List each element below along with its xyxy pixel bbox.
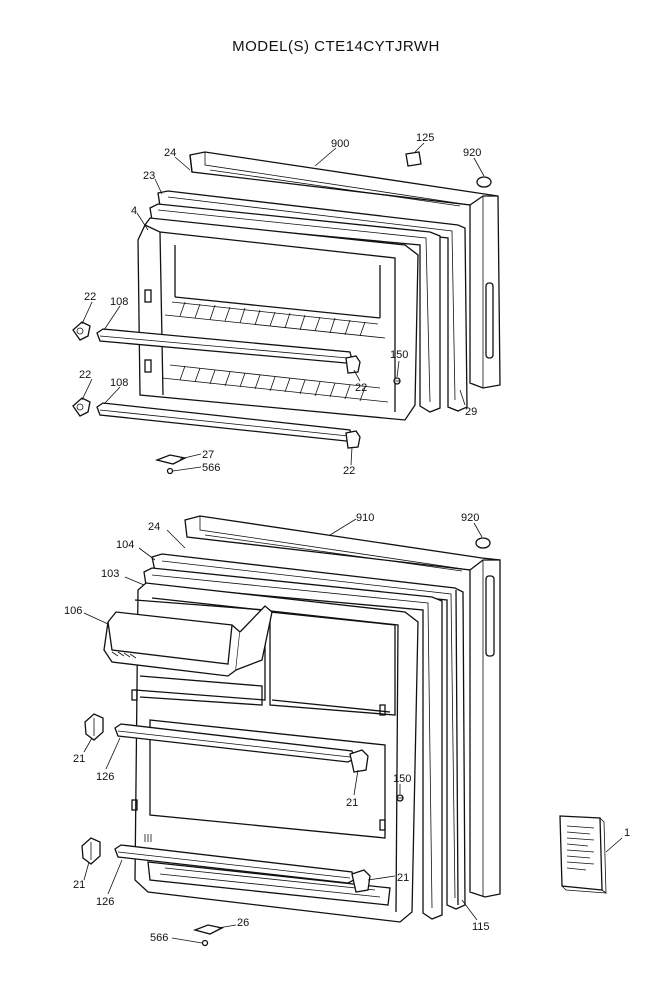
label-freezer-handle-cap: 125 — [416, 132, 434, 144]
fresh-food-screw — [396, 794, 404, 802]
label-freezer-screw: 150 — [390, 349, 408, 361]
label-fresh-food-screw: 150 — [393, 773, 411, 785]
label-fresh-food-stop-screw: 566 — [150, 932, 168, 944]
fresh-food-bracket-left-upper — [84, 713, 104, 741]
label-fresh-food-bracket-right-upper: 21 — [346, 797, 358, 809]
freezer-screw — [393, 377, 401, 385]
label-freezer-liner-trim: 23 — [143, 170, 155, 182]
page-title: MODEL(S) CTE14CYTJRWH — [232, 38, 440, 55]
fresh-food-stop — [192, 924, 224, 935]
freezer-bracket-left-upper — [72, 321, 91, 341]
label-fresh-food-plug: 920 — [461, 512, 479, 524]
freezer-bracket-right-upper — [345, 355, 361, 374]
fresh-food-bracket-right-upper — [349, 749, 369, 773]
freezer-plug — [476, 176, 492, 188]
label-fresh-food-breaker: 115 — [472, 921, 490, 933]
freezer-outer-door — [189, 151, 501, 389]
label-freezer-bracket-right-lower: 22 — [343, 465, 355, 477]
label-fresh-food-shelf-upper: 126 — [96, 771, 114, 783]
label-fresh-food-gasket: 24 — [148, 521, 160, 533]
freezer-bracket-right-lower — [345, 430, 361, 449]
label-freezer-shelf-lower: 108 — [110, 377, 128, 389]
fresh-food-stop-screw — [201, 939, 209, 947]
label-freezer-outer-door: 900 — [331, 138, 349, 150]
label-fresh-food-shelf-lower: 126 — [96, 896, 114, 908]
label-fresh-food-dairy-door: 106 — [64, 605, 82, 617]
label-freezer-liner: 4 — [131, 205, 137, 217]
label-fresh-food-bracket-left-upper: 21 — [73, 753, 85, 765]
fresh-food-bracket-left-lower — [81, 837, 101, 865]
freezer-stop — [154, 454, 187, 465]
freezer-handle-cap — [405, 151, 422, 167]
label-freezer-bracket-left-lower: 22 — [79, 369, 91, 381]
label-freezer-bracket-left-upper: 22 — [84, 291, 96, 303]
fresh-food-dairy-door — [103, 605, 273, 677]
fresh-food-outer-door — [184, 515, 501, 898]
label-freezer-bracket-right-upper: 22 — [355, 382, 367, 394]
fresh-food-breaker — [455, 589, 459, 906]
label-freezer-shelf-upper: 108 — [110, 296, 128, 308]
label-freezer-breaker: 29 — [465, 406, 477, 418]
label-freezer-stop: 27 — [202, 449, 214, 461]
label-freezer-gasket: 24 — [164, 147, 176, 159]
fresh-food-door-assembly: 910 920 24 104 103 106 21 126 21 150 21 … — [64, 512, 630, 947]
fresh-food-liner-trim — [143, 567, 443, 920]
freezer-door-assembly: 900 125 920 24 23 4 22 108 22 108 22 22 … — [72, 132, 501, 477]
label-freezer-stop-screw: 566 — [202, 462, 220, 474]
owners-manual — [559, 815, 607, 894]
label-fresh-food-outer-door: 910 — [356, 512, 374, 524]
fresh-food-bracket-right-lower — [351, 869, 371, 893]
label-fresh-food-bracket-left-lower: 21 — [73, 879, 85, 891]
fresh-food-plug — [475, 537, 491, 549]
label-fresh-food-stop: 26 — [237, 917, 249, 929]
label-owners-manual: 1 — [624, 827, 630, 839]
freezer-bracket-left-lower — [72, 397, 91, 417]
label-fresh-food-liner-trim: 104 — [116, 539, 134, 551]
label-fresh-food-bracket-right-lower: 21 — [397, 872, 409, 884]
label-fresh-food-liner: 103 — [101, 568, 119, 580]
freezer-liner — [137, 217, 419, 421]
label-freezer-plug: 920 — [463, 147, 481, 159]
freezer-stop-screw — [166, 467, 174, 475]
